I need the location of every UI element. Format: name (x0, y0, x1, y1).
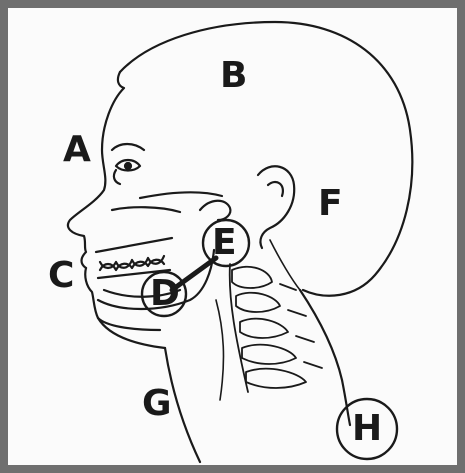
label-a: A (63, 132, 91, 168)
label-g: G (142, 386, 172, 422)
label-b: B (220, 58, 247, 94)
ear (258, 166, 294, 248)
label-c: C (48, 258, 74, 294)
head-outline (120, 22, 412, 296)
label-e: E (212, 225, 237, 261)
label-f: F (318, 186, 343, 222)
jaw-line (98, 318, 165, 348)
eyebrow (112, 144, 144, 150)
nape-line (300, 290, 350, 425)
label-d: D (150, 276, 180, 312)
cervical-spine (230, 264, 322, 392)
cheekbone (140, 192, 222, 198)
label-h: H (352, 411, 382, 447)
tmj-condyle (200, 201, 230, 220)
